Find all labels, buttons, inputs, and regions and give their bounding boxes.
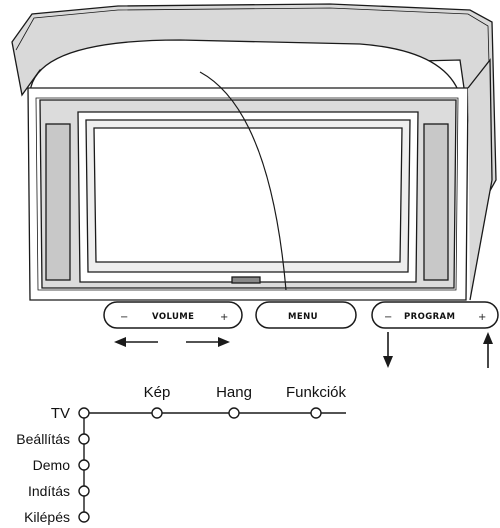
menu-item-funkciok: Funkciók bbox=[286, 384, 347, 401]
menu-item-inditas: Indítás bbox=[28, 483, 70, 499]
program-up-arrow-icon bbox=[483, 332, 493, 368]
program-plus-icon[interactable]: + bbox=[478, 312, 486, 323]
menu-tree bbox=[78, 407, 346, 523]
menu-item-hang: Hang bbox=[216, 384, 252, 401]
volume-label: VOLUME bbox=[152, 312, 194, 322]
tv-illustration bbox=[11, 3, 497, 301]
program-minus-icon[interactable]: − bbox=[384, 312, 392, 323]
program-down-arrow-icon bbox=[383, 332, 393, 368]
program-label: PROGRAM bbox=[404, 312, 455, 322]
menu-node-tv bbox=[78, 407, 90, 419]
menu-item-tv: TV bbox=[51, 405, 70, 422]
volume-minus-icon[interactable]: − bbox=[120, 312, 128, 323]
program-control[interactable]: − PROGRAM + bbox=[371, 301, 499, 329]
menu-node-funkciok bbox=[310, 407, 322, 419]
menu-node-kilepes bbox=[78, 511, 90, 523]
menu-node-kep bbox=[151, 407, 163, 419]
volume-control[interactable]: − VOLUME + bbox=[103, 301, 243, 329]
menu-node-inditas bbox=[78, 485, 90, 497]
volume-decrease-arrow-icon bbox=[114, 337, 158, 347]
volume-increase-arrow-icon bbox=[186, 337, 230, 347]
menu-node-hang bbox=[228, 407, 240, 419]
menu-node-demo bbox=[78, 459, 90, 471]
volume-plus-icon[interactable]: + bbox=[220, 312, 228, 323]
menu-node-beallitas bbox=[78, 433, 90, 445]
menu-item-demo: Demo bbox=[33, 457, 71, 473]
menu-item-kep: Kép bbox=[144, 384, 171, 401]
menu-button[interactable]: MENU bbox=[255, 301, 357, 329]
menu-item-beallitas: Beállítás bbox=[16, 431, 70, 447]
menu-button-label: MENU bbox=[288, 312, 318, 322]
menu-item-kilepes: Kilépés bbox=[24, 509, 70, 525]
